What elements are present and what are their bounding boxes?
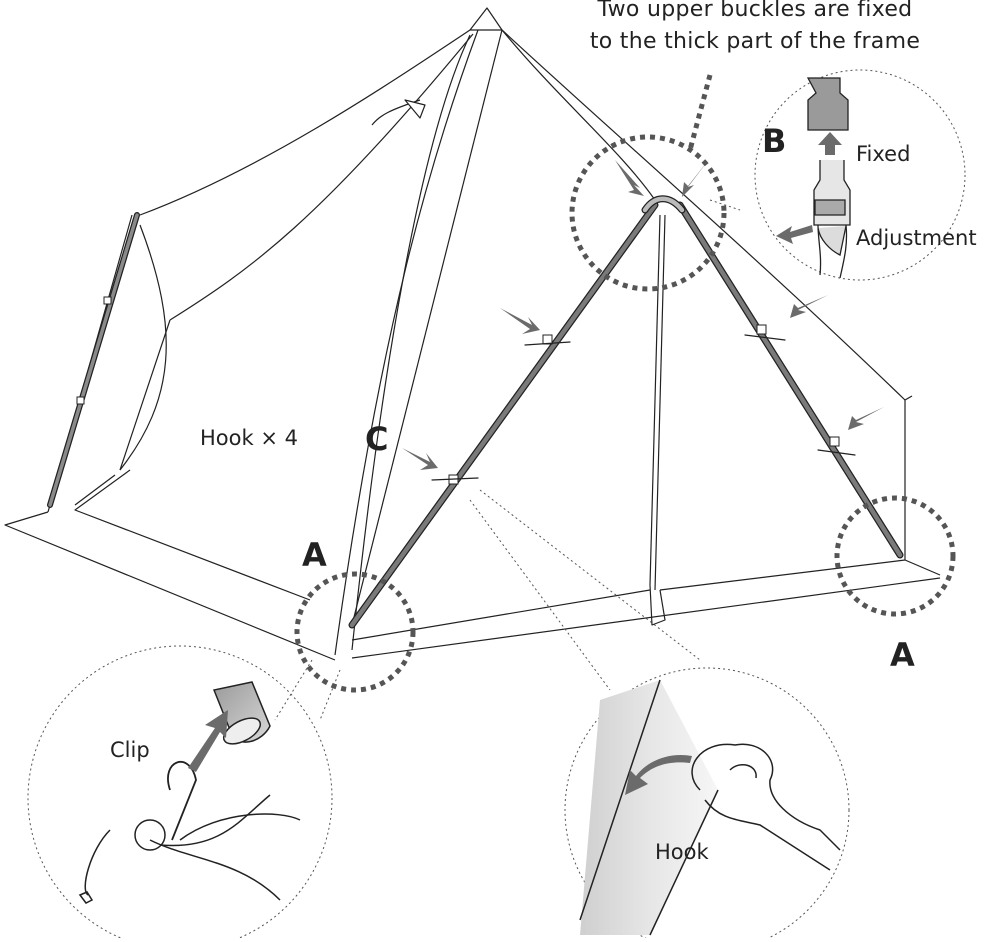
marker-c: C — [365, 420, 388, 458]
adjustment-arrow — [776, 225, 813, 244]
hook-count-label: Hook × 4 — [200, 426, 298, 450]
marker-b: B — [762, 122, 786, 160]
callout-circles — [297, 75, 953, 690]
marker-a-left: A — [302, 536, 327, 574]
buckle-detail — [808, 78, 850, 278]
clip-label: Clip — [110, 738, 150, 762]
caption-line-2: to the thick part of the frame — [530, 26, 980, 58]
callout-a-left — [297, 574, 413, 690]
fixed-label: Fixed — [856, 142, 910, 166]
arrows — [402, 158, 884, 470]
fixed-arrow — [818, 132, 842, 155]
clip-arrow — [188, 710, 228, 772]
adjustment-label: Adjustment — [856, 226, 977, 250]
tent-poles — [50, 199, 900, 625]
caption-line-1: Two upper buckles are fixed — [530, 0, 980, 26]
caption-top: Two upper buckles are fixed to the thick… — [530, 0, 980, 58]
marker-a-right: A — [890, 636, 915, 674]
hook-label: Hook — [655, 840, 709, 864]
clip-detail — [80, 682, 300, 903]
hook-detail — [580, 680, 840, 935]
tent-body — [5, 8, 940, 660]
callout-a-right — [837, 498, 953, 614]
